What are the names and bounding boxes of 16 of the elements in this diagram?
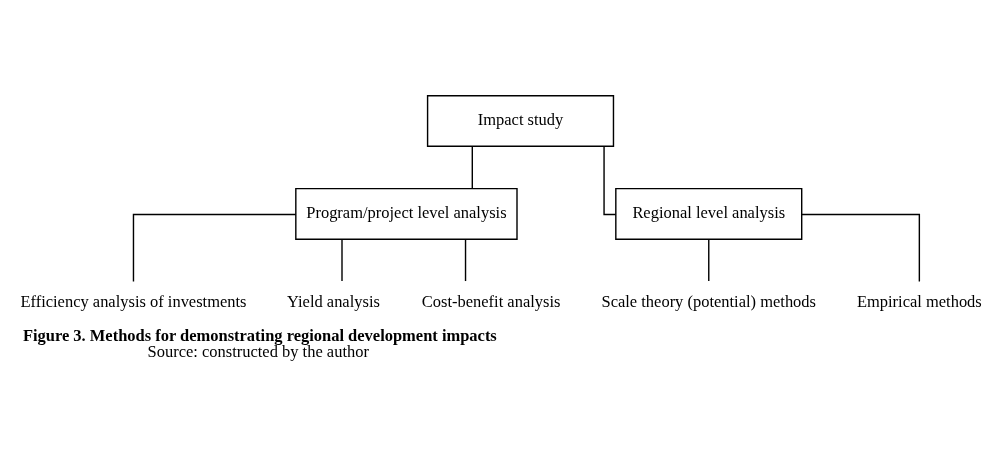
connector (801, 213, 921, 283)
node-box: Impact study (426, 95, 615, 147)
node-box: Program/project level analysis (295, 187, 518, 240)
connector (132, 213, 297, 283)
connector (603, 145, 617, 216)
connector (708, 238, 710, 282)
diagram-title: Figure 3. Methods for demonstrating regional development impacts (22, 325, 497, 345)
node-text: Empirical methods (856, 292, 982, 312)
connector (341, 238, 343, 282)
node-text: Cost-benefit analysis (421, 292, 561, 312)
node-box: Regional level analysis (615, 187, 803, 240)
node-text: Efficiency analysis of investments (20, 292, 247, 312)
node-text: Yield analysis (287, 292, 380, 312)
node-text: Scale theory (potential) methods (601, 292, 817, 312)
connector (471, 145, 473, 190)
connector (464, 238, 467, 282)
